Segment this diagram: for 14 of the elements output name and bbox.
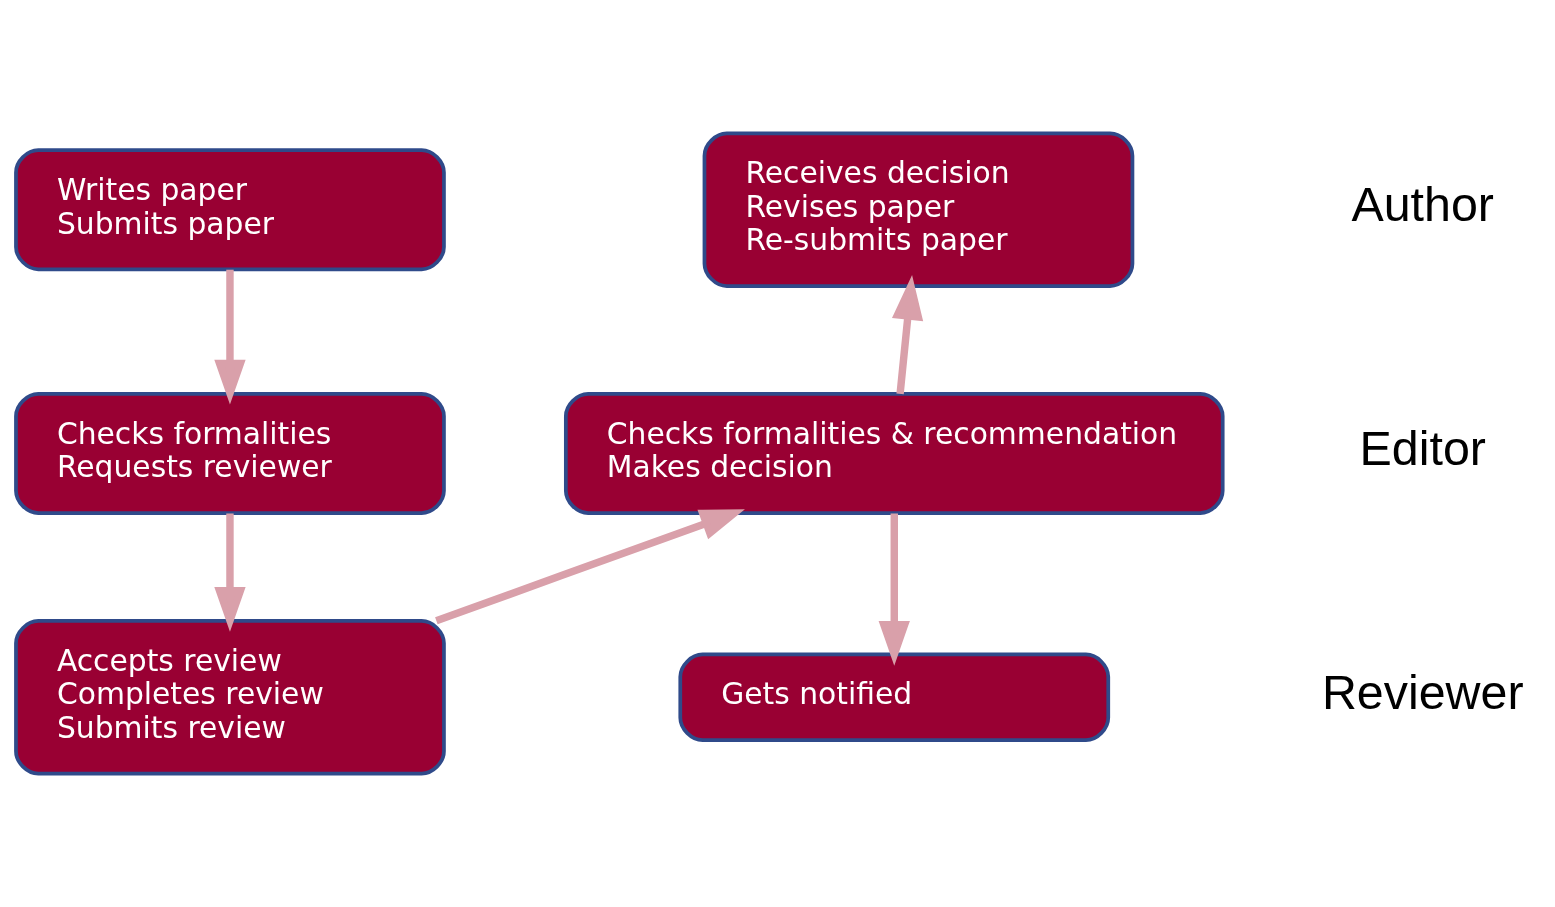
node-box: Writes paper Submits paper bbox=[14, 148, 446, 272]
label: Reviewer bbox=[1321, 664, 1524, 719]
node-box: Gets notified bbox=[678, 652, 1111, 742]
arrow bbox=[892, 275, 924, 395]
node-box: Checks formalities Requests reviewer bbox=[14, 392, 446, 515]
node-box: Receives decision Revises paper Re-submits paper bbox=[702, 131, 1135, 288]
node-box: Checks formalities & recommendation Makes decision bbox=[563, 392, 1225, 515]
node-box: Accepts review Completes review Submits review bbox=[14, 619, 446, 776]
label: Editor bbox=[1359, 421, 1486, 476]
arrow bbox=[214, 269, 246, 405]
arrow bbox=[878, 513, 910, 666]
label: Author bbox=[1351, 177, 1494, 232]
arrow bbox=[435, 509, 745, 625]
arrow bbox=[214, 513, 246, 632]
